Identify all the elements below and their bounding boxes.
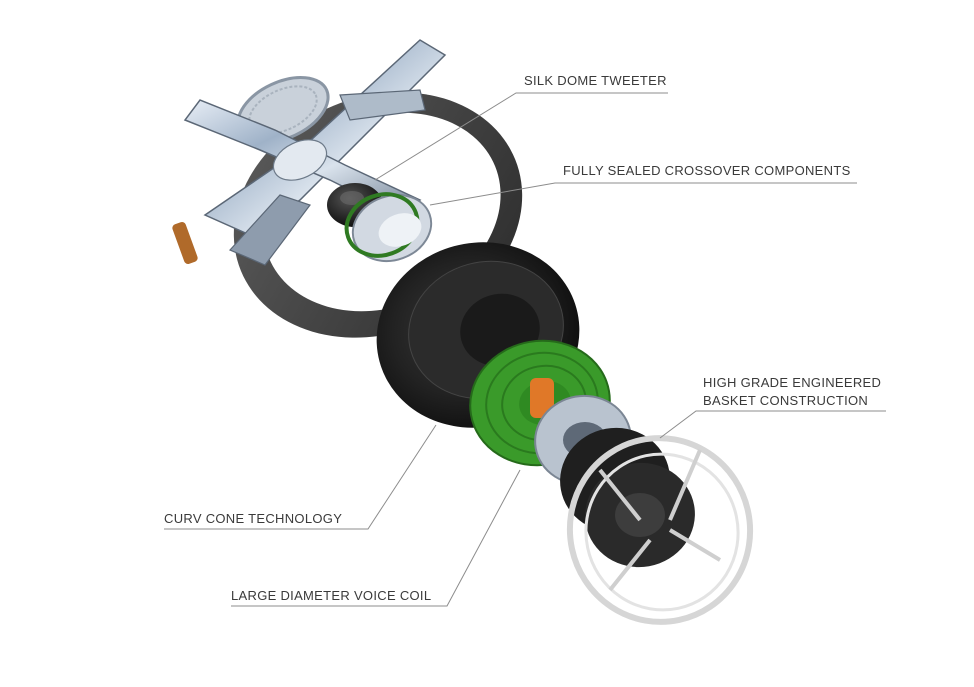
callout-basket-line2: BASKET CONSTRUCTION xyxy=(703,393,869,408)
callout-crossover-components: FULLY SEALED CROSSOVER COMPONENTS xyxy=(563,163,851,178)
crossover-assembly xyxy=(344,192,433,263)
callout-silk-dome-tweeter: SILK DOME TWEETER xyxy=(524,73,667,88)
callout-basket-construction: HIGH GRADE ENGINEERED BASKET CONSTRUCTIO… xyxy=(703,374,881,410)
metal-grille xyxy=(172,39,447,266)
callout-voice-coil: LARGE DIAMETER VOICE COIL xyxy=(231,588,432,603)
leader-line-cone xyxy=(164,424,437,530)
speaker-basket xyxy=(566,435,754,625)
callout-basket-line1: HIGH GRADE ENGINEERED xyxy=(703,375,882,390)
leader-line-tweeter xyxy=(374,92,668,181)
callout-curv-cone: CURV CONE TECHNOLOGY xyxy=(164,511,343,526)
leader-lines xyxy=(164,92,886,607)
leader-line-crossover xyxy=(429,182,857,206)
leader-line-voice-coil xyxy=(231,469,521,607)
magnet-stack xyxy=(560,427,695,568)
leader-line-basket xyxy=(659,410,886,439)
